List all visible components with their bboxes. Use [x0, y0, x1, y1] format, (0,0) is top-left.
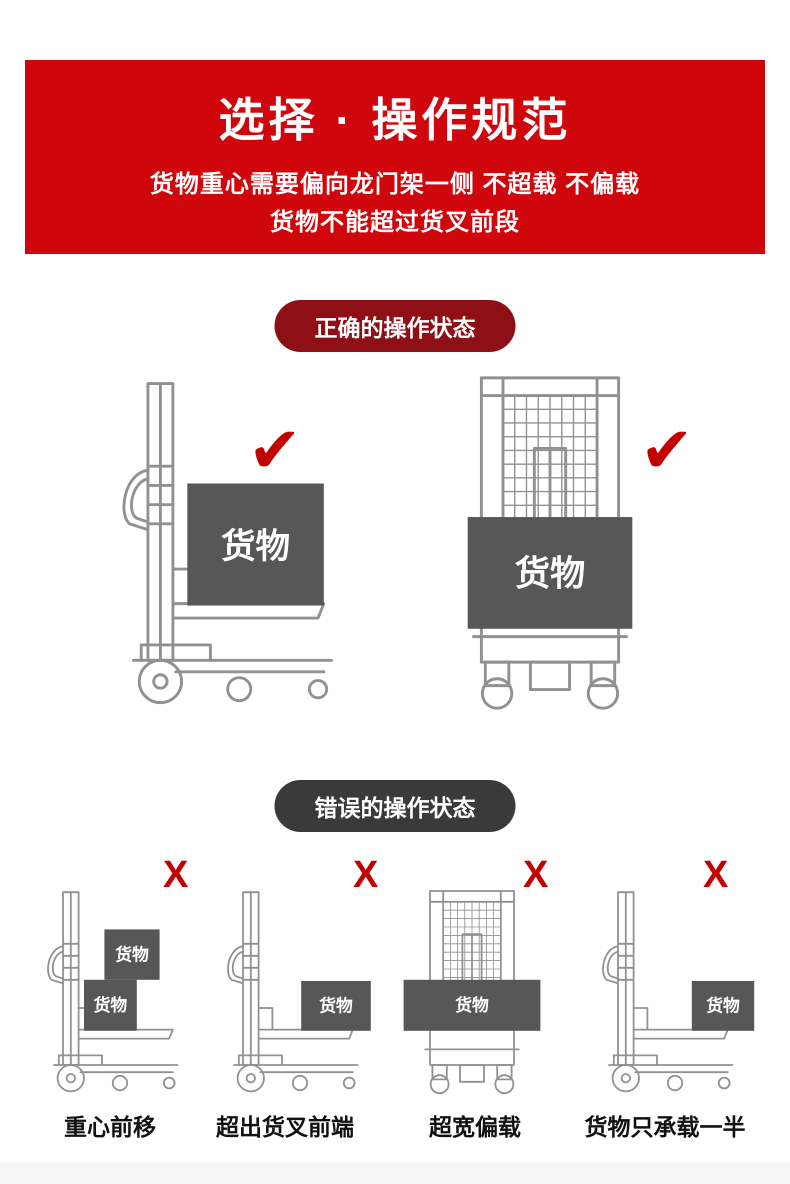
wrong-figure-half-supported: 货物: [602, 891, 755, 1093]
wrong-figure-center-shift: 货物 货物: [47, 891, 179, 1093]
wrong-caption-3: 超宽偏载: [429, 1114, 521, 1140]
correct-front-view-figure: 货物: [467, 376, 633, 710]
wrong-caption-1: 重心前移: [64, 1114, 156, 1140]
wrong-caption-4: 货物只承载一半: [584, 1114, 746, 1140]
banner-subtitle-2: 货物不能超过货叉前段: [270, 209, 520, 236]
cargo-label: 货物: [455, 995, 489, 1015]
cargo-box: [301, 981, 371, 1031]
banner-subtitle-1: 货物重心需要偏向龙门架一侧 不超载 不偏载: [149, 171, 641, 198]
header-banner: 选择 · 操作规范 货物重心需要偏向龙门架一侧 不超载 不偏载 货物不能超过货叉…: [25, 60, 765, 254]
x-mark-icon: X: [523, 854, 549, 896]
x-mark-icon: X: [163, 854, 189, 896]
wrong-figure-beyond-forks: 货物: [227, 891, 371, 1093]
page-title: 选择 · 操作规范: [218, 94, 572, 146]
cargo-label: 货物: [94, 995, 128, 1015]
wrong-figure-overwide-load: 货物: [403, 890, 541, 1095]
check-mark-icon: ✔: [640, 414, 694, 486]
cargo-label: 货物: [515, 554, 586, 593]
cargo-box: [403, 979, 541, 1031]
wrong-section-badge: 错误的操作状态: [274, 780, 516, 832]
x-mark-icon: X: [703, 854, 729, 896]
cargo-label: 货物: [115, 945, 149, 965]
check-mark-icon: ✔: [248, 414, 302, 486]
correct-section-badge: 正确的操作状态: [274, 300, 516, 352]
cargo-label: 货物: [706, 996, 740, 1016]
cargo-label: 货物: [319, 996, 353, 1016]
cargo-label: 货物: [221, 528, 290, 566]
bottom-divider: [0, 1162, 790, 1184]
cargo-box: [84, 979, 137, 1031]
x-mark-icon: X: [353, 854, 379, 896]
cargo-box: [187, 483, 324, 606]
cargo-box: [467, 517, 633, 629]
cargo-box: [691, 981, 755, 1031]
wrong-caption-2: 超出货叉前端: [216, 1114, 354, 1140]
correct-side-view-figure: 货物: [122, 382, 333, 705]
cargo-box: [104, 929, 160, 980]
